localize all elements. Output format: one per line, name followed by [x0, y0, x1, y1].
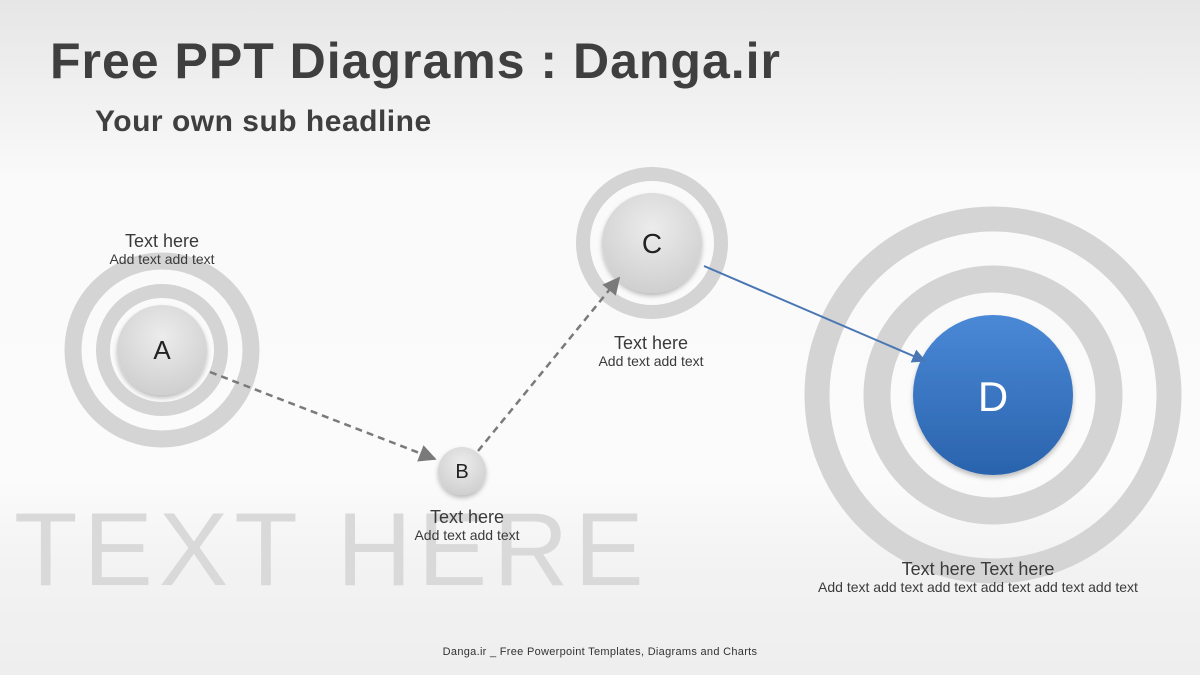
node-c-title: Text here	[613, 333, 689, 353]
node-c-label: C	[642, 228, 662, 259]
node-b-caption: Text here Add text add text	[414, 507, 519, 544]
node-d-inner-ring	[863, 265, 1123, 525]
node-c-caption: Text here Add text add text	[598, 333, 703, 370]
page-subtitle: Your own sub headline	[95, 105, 432, 138]
connector-b-c-arrow	[477, 276, 621, 452]
connector-a-b-arrow	[209, 370, 437, 462]
node-c-group: C	[576, 167, 728, 319]
node-a-group: A	[64, 252, 260, 448]
node-a-text: Add text add text	[109, 251, 215, 267]
node-a-title: Text here	[124, 231, 200, 251]
node-a-outer-ring	[64, 252, 260, 448]
node-b-circle	[438, 447, 486, 495]
node-d-group: D	[804, 206, 1182, 584]
node-a-inner-ring	[96, 284, 228, 416]
page-title: Free PPT Diagrams : Danga.ir	[50, 33, 782, 89]
node-c-circle	[602, 193, 702, 293]
node-a-circle	[117, 305, 207, 395]
connector-c-d-arrow	[703, 265, 927, 363]
node-d-circle	[913, 315, 1073, 475]
node-d-outer-ring	[804, 206, 1182, 584]
node-d-text: Add text add text add text add text add …	[818, 579, 1138, 595]
node-b-text: Add text add text	[414, 527, 520, 543]
node-c-text: Add text add text	[598, 353, 704, 369]
node-d-label: D	[978, 373, 1008, 420]
node-a-label: A	[153, 335, 171, 365]
node-d-title: Text here Text here	[901, 559, 1055, 579]
node-d-caption: Text here Text here Add text add text ad…	[818, 559, 1138, 596]
node-a-caption: Text here Add text add text	[109, 231, 214, 268]
footer-credit: Danga.ir _ Free Powerpoint Templates, Di…	[442, 646, 758, 658]
node-b-group: B	[438, 447, 486, 495]
node-b-title: Text here	[429, 507, 505, 527]
node-b-label: B	[455, 461, 468, 483]
watermark-text: TEXT HERE	[14, 492, 650, 608]
node-c-ring	[576, 167, 728, 319]
